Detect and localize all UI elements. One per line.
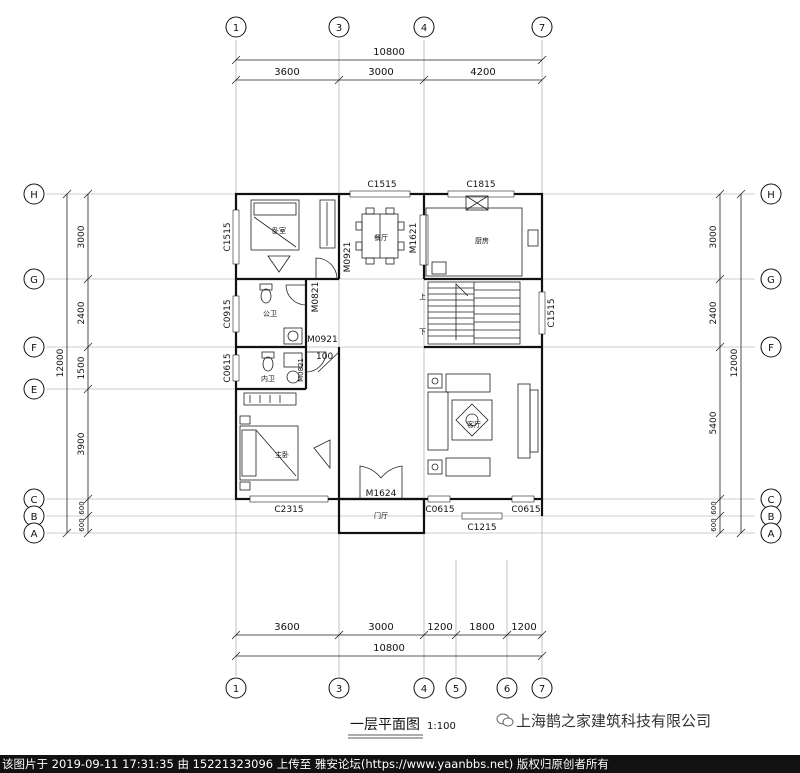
company-watermark: 上海鹊之家建筑科技有限公司 xyxy=(490,710,711,731)
axis-label-top-4: 4 xyxy=(421,23,427,34)
axis-label-right-b: B xyxy=(768,512,775,523)
right-dim-3: 5400 xyxy=(709,411,719,434)
left-dim-4: 3900 xyxy=(77,432,87,455)
label-c2315: C2315 xyxy=(274,505,303,515)
furniture xyxy=(239,195,539,491)
top-dim-2: 3000 xyxy=(368,67,393,78)
label-m0921-b: M0921 xyxy=(307,335,338,345)
label-m0821-b: M0821 xyxy=(297,358,305,382)
bottom-dim-2: 3000 xyxy=(368,622,393,633)
axis-label-right-c: C xyxy=(768,495,775,506)
room-bedroom: 卧室 xyxy=(272,226,286,235)
axis-label-right-h: H xyxy=(767,190,775,201)
bottom-dimensions: 3600 3000 1200 1800 1200 10800 xyxy=(231,622,547,661)
room-inner-wc: 内卫 xyxy=(261,374,275,383)
room-public-wc: 公卫 xyxy=(263,310,277,318)
room-living: 客厅 xyxy=(467,420,481,429)
label-m0921-a: M0921 xyxy=(343,242,353,273)
stair-down-label: 下 xyxy=(419,328,426,336)
axis-label-left-a: A xyxy=(31,529,38,540)
top-dim-3: 4200 xyxy=(470,67,495,78)
doors xyxy=(285,214,429,499)
label-100: 100 xyxy=(316,352,333,362)
axis-label-left-f: F xyxy=(31,343,37,354)
label-m1621: M1621 xyxy=(409,223,419,254)
floor-plan-drawing: 10800 3600 3000 4200 3600 3000 1200 1800… xyxy=(23,16,782,739)
footer-text: 该图片于 2019-09-11 17:31:35 由 15221323096 上… xyxy=(2,757,609,771)
label-c0615-b: C0615 xyxy=(511,505,540,515)
windows xyxy=(232,190,546,520)
company-name: 上海鹊之家建筑科技有限公司 xyxy=(516,712,712,730)
left-dim-3: 1500 xyxy=(77,356,87,379)
left-dim-6: 600 xyxy=(78,518,86,531)
axis-label-right-f: F xyxy=(768,343,774,354)
room-foyer: 门厅 xyxy=(374,511,388,520)
top-total-dim: 10800 xyxy=(373,47,405,58)
left-dimensions: 12000 3000 2400 1500 3900 600 600 xyxy=(56,189,93,538)
right-dim-1: 3000 xyxy=(709,225,719,248)
label-m0821-a: M0821 xyxy=(311,282,321,313)
room-labels: 卧室 餐厅 厨房 公卫 内卫 主卧 客厅 门厅 上 下 xyxy=(261,226,489,520)
opening-labels: C1515 C1815 C1515 M0921 M1621 M0821 C091… xyxy=(223,180,557,533)
label-c1815: C1815 xyxy=(466,180,495,190)
axis-bubbles-top: 1 3 4 7 xyxy=(225,16,553,38)
axis-bubbles-right: H G F C B A xyxy=(760,183,782,544)
axis-label-top-3: 3 xyxy=(336,23,342,34)
label-c1515-top: C1515 xyxy=(367,180,396,190)
axis-label-left-e: E xyxy=(31,385,37,396)
axis-label-right-g: G xyxy=(767,275,775,286)
wechat-icon xyxy=(496,713,514,727)
room-kitchen: 厨房 xyxy=(475,236,489,245)
bottom-total-dim: 10800 xyxy=(373,643,405,654)
axis-grid xyxy=(46,40,755,676)
left-dim-1: 3000 xyxy=(77,225,87,248)
axis-label-bottom-7: 7 xyxy=(539,684,545,695)
axis-label-bottom-1: 1 xyxy=(233,684,239,695)
axis-label-bottom-4: 4 xyxy=(421,684,427,695)
right-dim-2: 2400 xyxy=(709,301,719,324)
label-c1515-right: C1515 xyxy=(547,298,557,327)
walls xyxy=(234,192,544,535)
room-dining: 餐厅 xyxy=(374,233,388,242)
right-dimensions: 3000 2400 5400 600 600 12000 xyxy=(709,189,746,538)
top-dimensions: 10800 3600 3000 4200 xyxy=(231,47,547,85)
bottom-dim-4: 1800 xyxy=(469,622,494,633)
bottom-dim-3: 1200 xyxy=(427,622,452,633)
upload-footer-bar: 该图片于 2019-09-11 17:31:35 由 15221323096 上… xyxy=(0,755,800,773)
axis-label-bottom-5: 5 xyxy=(453,684,459,695)
axis-label-right-a: A xyxy=(768,529,775,540)
top-dim-1: 3600 xyxy=(274,67,299,78)
left-dim-5: 600 xyxy=(78,501,86,514)
axis-bubbles-left: H G F E C B A xyxy=(23,183,45,544)
axis-label-left-b: B xyxy=(31,512,38,523)
room-master: 主卧 xyxy=(275,450,289,459)
axis-label-top-7: 7 xyxy=(539,23,545,34)
drawing-title: 一层平面图 xyxy=(350,717,420,733)
drawing-title-block: 一层平面图 1:100 xyxy=(348,717,456,739)
bottom-dim-1: 3600 xyxy=(274,622,299,633)
right-total-dim: 12000 xyxy=(730,348,740,377)
axis-label-bottom-6: 6 xyxy=(504,684,510,695)
label-c0615-a: C0615 xyxy=(425,505,454,515)
axis-label-left-g: G xyxy=(30,275,38,286)
axis-label-top-1: 1 xyxy=(233,23,239,34)
left-total-dim: 12000 xyxy=(56,348,66,377)
left-dim-2: 2400 xyxy=(77,301,87,324)
axis-label-left-h: H xyxy=(30,190,38,201)
axis-bubbles-bottom: 1 3 4 5 6 7 xyxy=(225,677,553,699)
label-c0915: C0915 xyxy=(223,299,233,328)
axis-label-bottom-3: 3 xyxy=(336,684,342,695)
label-c1515-left: C1515 xyxy=(223,222,233,251)
right-dim-5: 600 xyxy=(710,518,718,531)
label-c0615-left: C0615 xyxy=(223,353,233,382)
label-c1215: C1215 xyxy=(467,523,496,533)
right-dim-4: 600 xyxy=(710,501,718,514)
axis-label-left-c: C xyxy=(31,495,38,506)
stair-up-label: 上 xyxy=(419,292,426,301)
drawing-scale: 1:100 xyxy=(427,721,456,732)
label-m1624: M1624 xyxy=(366,489,397,499)
bottom-dim-5: 1200 xyxy=(511,622,536,633)
